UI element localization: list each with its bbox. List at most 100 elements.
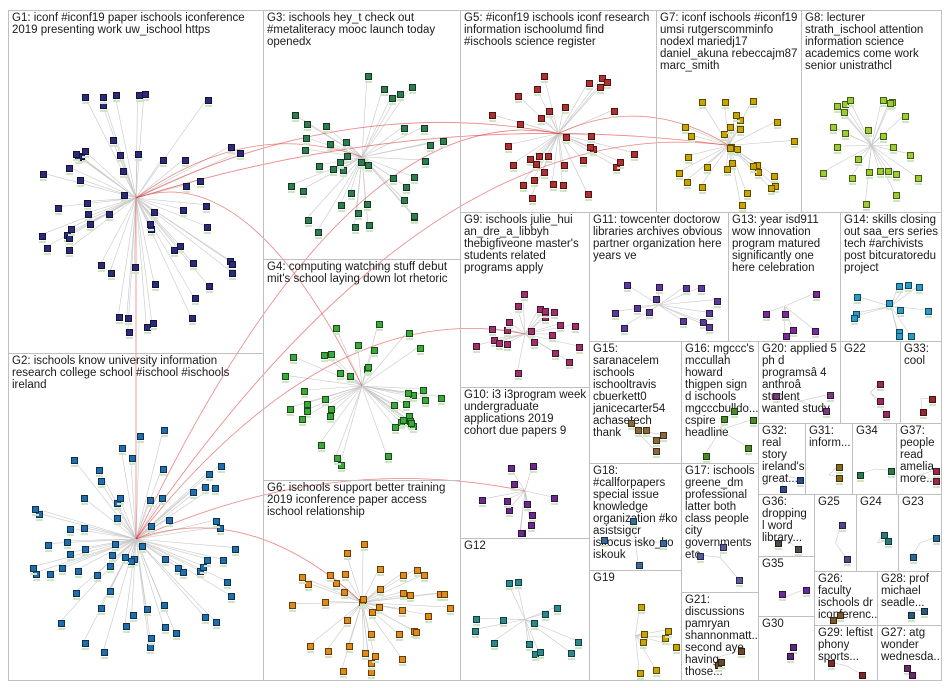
graph-edge <box>543 74 559 134</box>
graph-node <box>682 284 690 295</box>
group-cell-g12: G12 <box>460 538 590 681</box>
graph-node <box>727 123 735 134</box>
graph-node <box>904 664 912 675</box>
graph-node <box>523 500 531 511</box>
graph-edge <box>361 385 422 390</box>
graph-node <box>721 130 729 141</box>
graph-edge <box>126 197 137 317</box>
graph-edge <box>135 197 209 286</box>
graph-edge <box>66 538 137 542</box>
graph-node <box>774 119 782 130</box>
graph-node <box>885 300 893 311</box>
graph-node <box>514 302 522 313</box>
graph-node <box>580 156 588 167</box>
graph-edge <box>658 304 709 327</box>
graph-edge <box>76 538 137 570</box>
graph-node <box>141 91 149 102</box>
graph-edge <box>890 283 908 307</box>
graph-edge <box>83 149 137 199</box>
graph-edge <box>524 490 554 498</box>
graph-edge <box>361 385 395 427</box>
graph-node <box>200 563 207 574</box>
graph-node <box>527 156 535 167</box>
graph-edge <box>658 299 716 306</box>
group-label: G7: iconf ischools #iconf19 umsi rutgers… <box>660 12 798 72</box>
graph-node <box>347 373 355 384</box>
graph-node <box>105 211 113 222</box>
graph-node <box>114 514 122 525</box>
graph-node <box>122 623 130 634</box>
graph-node <box>859 672 867 679</box>
graph-node <box>517 530 525 537</box>
graph-edge <box>84 538 137 549</box>
graph-node <box>137 432 145 443</box>
group-cell-g8: G8: lecturer strath_ischool attention in… <box>801 10 942 213</box>
graph-edge <box>120 446 137 540</box>
group-label: G4: computing watching stuff debut mit's… <box>267 261 448 285</box>
graph-node <box>439 137 447 148</box>
graph-node <box>325 647 333 658</box>
group-cell-g27: G27: atg wonder wednesda... <box>877 625 942 681</box>
graph-edge <box>890 285 919 307</box>
graph-node <box>304 408 312 419</box>
graph-node <box>933 478 940 489</box>
graph-node <box>640 630 648 641</box>
graph-node <box>596 83 604 94</box>
graph-edge <box>361 574 424 603</box>
graph-node <box>414 566 422 577</box>
group-label: G12 <box>464 540 486 552</box>
group-cell-g32: G32: real story ireland's great... <box>758 423 806 495</box>
graph-node <box>132 263 140 274</box>
graph-node <box>665 627 673 638</box>
graph-edge <box>719 419 752 431</box>
cross-group-edge <box>135 129 559 540</box>
graph-node <box>866 168 874 179</box>
graph-edge <box>911 542 921 557</box>
graph-edge <box>124 538 137 626</box>
graph-node <box>542 611 550 622</box>
graph-edge <box>871 115 905 146</box>
graph-edge <box>918 469 936 476</box>
graph-node <box>181 157 189 168</box>
graph-node <box>303 134 311 145</box>
graph-node <box>734 145 742 156</box>
graph-edge <box>135 197 155 283</box>
graph-node <box>889 143 897 154</box>
graph-node <box>159 466 167 477</box>
graph-node <box>316 163 324 174</box>
graph-edge <box>135 197 192 318</box>
graph-node <box>224 578 232 589</box>
graph-edge <box>60 538 137 567</box>
graph-edge <box>685 145 730 182</box>
graph-node <box>637 604 645 615</box>
graph-node <box>125 328 133 339</box>
graph-node <box>634 427 642 438</box>
graph-node <box>67 225 75 236</box>
graph-edge <box>361 602 428 616</box>
graph-node <box>620 324 628 335</box>
graph-node <box>656 283 664 294</box>
group-label: G5: #iconf19 ischools iconf research inf… <box>464 12 650 48</box>
graph-node <box>204 224 212 235</box>
graph-node <box>893 192 901 203</box>
graph-node <box>683 179 691 190</box>
graph-node <box>738 648 746 659</box>
graph-edge <box>704 430 721 456</box>
graph-node <box>699 99 707 110</box>
graph-edge <box>519 122 559 134</box>
graph-node <box>864 126 872 137</box>
graph-node <box>101 648 109 659</box>
group-cell-g1: G1: iconf #iconf19 paper ischools iconfe… <box>8 10 264 354</box>
graph-edge <box>524 619 529 643</box>
graph-node <box>165 516 173 527</box>
graph-node <box>67 526 75 537</box>
graph-node <box>836 474 844 485</box>
graph-edge <box>686 145 730 157</box>
graph-node <box>790 326 798 337</box>
graph-node <box>544 153 552 164</box>
graph-node <box>203 556 211 567</box>
graph-node <box>519 181 527 192</box>
graph-node <box>726 144 734 155</box>
graph-edge <box>871 102 890 146</box>
graph-edge <box>135 496 162 540</box>
